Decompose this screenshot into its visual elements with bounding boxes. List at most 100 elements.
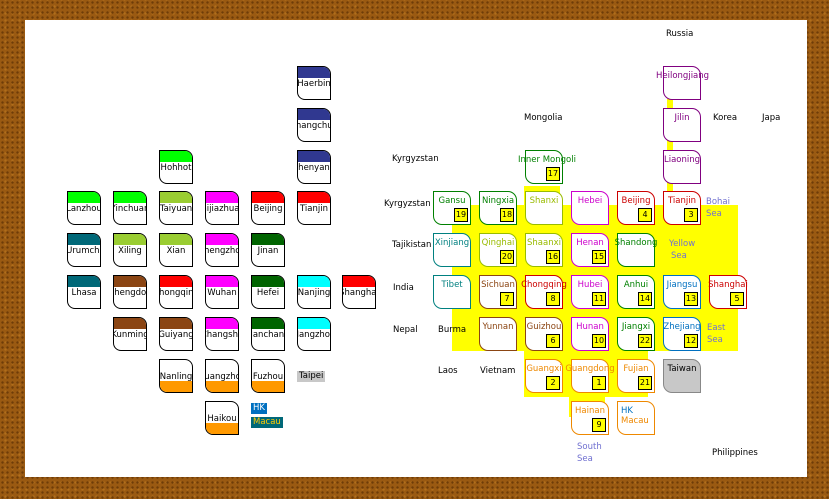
city-tile-hefei[interactable]: Hefei xyxy=(251,275,285,309)
city-tile-urumchi[interactable]: Urumchi xyxy=(67,233,101,267)
label-russia: Russia xyxy=(666,29,694,39)
city-name: Guiyang xyxy=(159,330,193,340)
city-tile-xiling[interactable]: Xiling xyxy=(113,233,147,267)
city-tile-xian[interactable]: Xian xyxy=(159,233,193,267)
city-tile-nanjing[interactable]: Nanjing xyxy=(297,275,331,309)
city-tile-changchun[interactable]: Changchun xyxy=(297,108,331,142)
province-jilin[interactable]: Jilin xyxy=(663,108,701,142)
city-tile-chongqing[interactable]: Chongqing xyxy=(159,275,193,309)
city-tile-guiyang[interactable]: Guiyang xyxy=(159,317,193,351)
city-tile-yinchuan[interactable]: Yinchuan xyxy=(113,191,147,225)
province-number-badge: 15 xyxy=(592,250,606,264)
province-yunnan[interactable]: Yunnan xyxy=(479,317,517,351)
province-name: Hunan xyxy=(576,322,604,332)
province-name: Beijing xyxy=(621,196,651,206)
city-tile-beijing[interactable]: Beijing xyxy=(251,191,285,225)
city-tile-shanghai[interactable]: Shanghai xyxy=(342,275,376,309)
city-tile-lhasa[interactable]: Lhasa xyxy=(67,275,101,309)
province-number-badge: 11 xyxy=(592,292,606,306)
city-tile-shijiazhuang[interactable]: Shijiazhuang xyxy=(205,191,239,225)
province-name: Hainan xyxy=(575,406,605,416)
province-name: Guangdong xyxy=(565,364,615,374)
province-xinjiang[interactable]: Xinjiang xyxy=(433,233,471,267)
province-heilongjiang[interactable]: Heilongjiang xyxy=(656,66,709,100)
tile-color-bar xyxy=(206,381,238,392)
city-tile-jinan[interactable]: Jinan xyxy=(251,233,285,267)
province-number-badge: 2 xyxy=(546,376,560,390)
tile-color-bar xyxy=(114,234,146,245)
province-tibet[interactable]: Tibet xyxy=(433,275,471,309)
city-name: Kunming xyxy=(113,330,147,340)
province-name: Shandong xyxy=(614,238,658,248)
province-shanxi[interactable]: Shanxi xyxy=(525,191,563,225)
city-tile-nanling[interactable]: Nanling xyxy=(159,359,193,393)
city-tile-shenyang[interactable]: Shenyang xyxy=(297,150,331,184)
city-tile-fuzhou[interactable]: Fuzhou xyxy=(251,359,285,393)
province-name: Ningxia xyxy=(481,196,515,206)
city-tile-lanzhou[interactable]: Lanzhou xyxy=(67,191,101,225)
city-tile-hangzhou[interactable]: Hangzhou xyxy=(297,317,331,351)
city-tile-zhengzhou[interactable]: Zhengzhou xyxy=(205,233,239,267)
province-hk-macau[interactable]: HK Macau xyxy=(617,401,655,435)
city-tile-hohhot[interactable]: Hohhot xyxy=(159,150,193,184)
province-name: Xinjiang xyxy=(434,238,470,248)
province-name: Zhejiang xyxy=(663,322,701,332)
hk-tile[interactable]: HK xyxy=(251,403,267,414)
taipei-tile[interactable]: Taipei xyxy=(297,371,326,382)
tile-color-bar xyxy=(160,192,192,203)
city-name: Xian xyxy=(166,246,186,256)
label-mongolia: Mongolia xyxy=(524,113,563,123)
province-name: Fujian xyxy=(623,364,649,374)
city-tile-wuhan[interactable]: Wuhan xyxy=(205,275,239,309)
city-tile-haerbin[interactable]: Haerbin xyxy=(297,66,331,100)
city-tile-tianjin[interactable]: Tianjin xyxy=(297,191,331,225)
city-tile-guangzhou[interactable]: Guangzhou xyxy=(205,359,239,393)
city-name: Shenyang xyxy=(298,163,330,173)
tile-color-bar xyxy=(252,234,284,245)
sea-label: South xyxy=(577,442,602,452)
city-tile-haikou[interactable]: Haikou xyxy=(205,401,239,435)
tile-color-bar xyxy=(206,276,238,287)
city-tile-kunming[interactable]: Kunming xyxy=(113,317,147,351)
province-name: Guangxi xyxy=(526,364,562,374)
city-tile-nanchang[interactable]: Nanchang xyxy=(251,317,285,351)
province-shandong[interactable]: Shandong xyxy=(615,233,657,267)
city-tile-changsha[interactable]: Changsha xyxy=(205,317,239,351)
city-tile-taiyuan[interactable]: Taiyuan xyxy=(159,191,193,225)
province-liaoning[interactable]: Liaoning xyxy=(663,150,701,184)
macau-tile[interactable]: Macau xyxy=(251,417,283,428)
game-board: Haerbin Changchun Shenyang Hohhot Lanzho… xyxy=(25,20,807,477)
tile-color-bar xyxy=(160,318,192,329)
province-guangxi[interactable]: Guangxi 2 xyxy=(525,359,563,393)
tile-color-bar xyxy=(114,192,146,203)
province-number-badge: 20 xyxy=(500,250,514,264)
province-name: HK xyxy=(621,406,633,416)
province-taiwan[interactable]: Taiwan xyxy=(663,359,701,393)
city-name: Haikou xyxy=(207,414,237,424)
city-tile-chengdou[interactable]: Chengdou xyxy=(113,275,147,309)
province-hebei[interactable]: Hebei xyxy=(571,191,609,225)
province-number-badge: 16 xyxy=(546,250,560,264)
